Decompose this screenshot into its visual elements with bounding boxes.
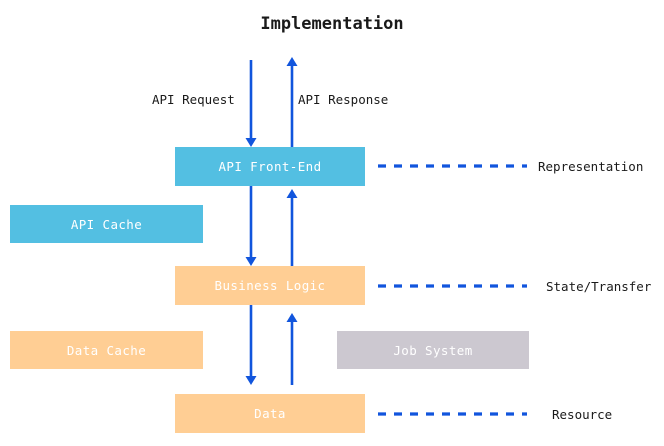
arrowhead-response-out [286,57,298,66]
edge-label-api-request: API Request [152,92,235,107]
arrowhead-data-to-logic [286,313,298,322]
node-api-cache[interactable]: API Cache [10,205,203,243]
edge-label-api-response: API Response [298,92,389,107]
node-data[interactable]: Data [175,394,365,433]
arrowhead-front-to-logic [245,257,257,266]
layer-label-representation: Representation [538,159,644,174]
arrowhead-logic-to-data [245,376,257,385]
arrowhead-logic-to-front [286,189,298,198]
node-label: Data Cache [66,342,147,358]
node-data-cache[interactable]: Data Cache [10,331,203,369]
node-label: API Front-End [218,159,322,174]
node-label: Job System [393,342,473,358]
layer-label-state-transfer: State/Transfer [546,279,652,294]
diagram-title: Implementation [260,14,404,34]
node-job-system[interactable]: Job System [337,331,529,369]
arrowhead-request-in [245,138,257,147]
node-api-front-end[interactable]: API Front-End [175,147,365,186]
layer-label-resource: Resource [552,407,613,422]
node-business-logic[interactable]: Business Logic [175,266,365,305]
node-label: Data [254,406,286,421]
node-label: API Cache [70,216,143,232]
node-label: Business Logic [214,278,326,293]
